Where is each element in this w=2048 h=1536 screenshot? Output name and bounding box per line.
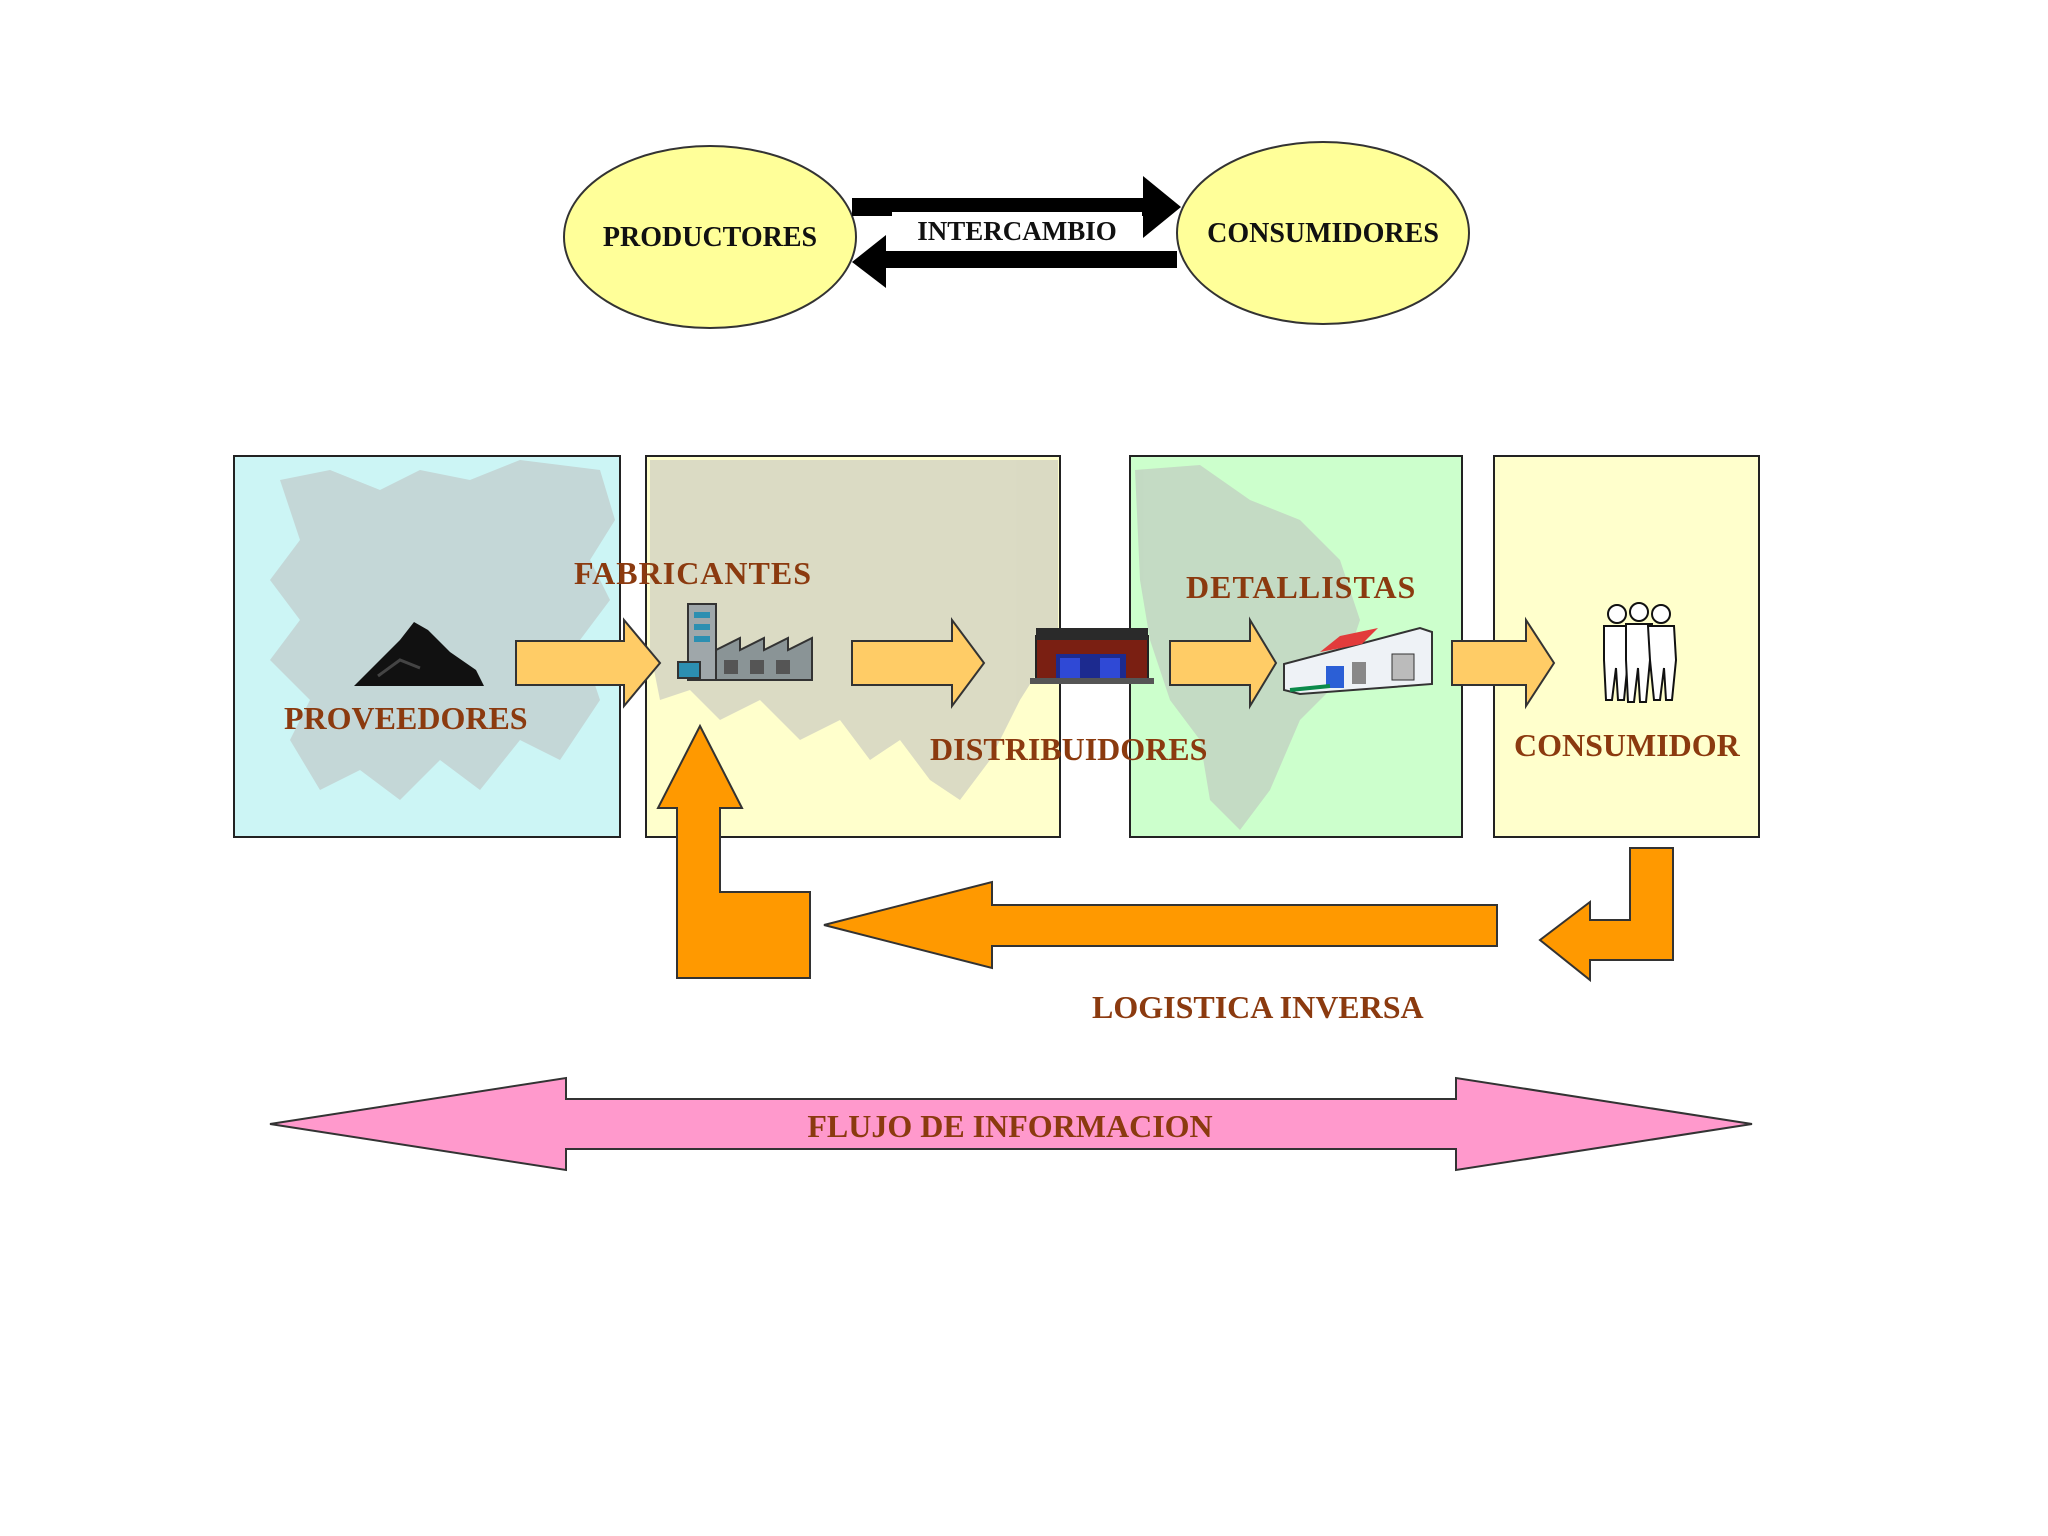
distributors-label: DISTRIBUIDORES xyxy=(930,731,1207,767)
reverse-logistics-label: LOGISTICA INVERSA xyxy=(1092,989,1424,1025)
arrow-suppliers-to-manufacturers xyxy=(515,617,662,709)
reverse-arrow-to-manufacturers xyxy=(656,723,811,979)
arrow-distributors-to-retailers xyxy=(1169,616,1278,710)
exchange-arrow-left xyxy=(852,235,1177,288)
chain-arrows xyxy=(515,616,1556,710)
warehouse-icon xyxy=(1030,628,1154,684)
suppliers-label: PROVEEDORES xyxy=(284,700,528,736)
coal-pile-icon xyxy=(354,622,484,686)
information-flow-arrow xyxy=(269,1076,1753,1172)
factory-icon xyxy=(677,603,813,681)
producers-ellipse xyxy=(563,145,857,329)
store-icon xyxy=(1283,626,1433,696)
exchange-section: PRODUCTORES INTERCAMBIO CONSUMIDORES xyxy=(563,141,1470,329)
consumers-label: CONSUMIDORES xyxy=(1207,218,1439,249)
consumer-label: CONSUMIDOR xyxy=(1514,727,1741,763)
people-icon xyxy=(1603,602,1678,703)
producers-label: PRODUCTORES xyxy=(603,222,817,253)
reverse-arrow-main xyxy=(823,880,1498,970)
reverse-arrow-consumer-return xyxy=(1538,847,1674,983)
information-flow-label: FLUJO DE INFORMACION xyxy=(807,1108,1212,1144)
exchange-label: INTERCAMBIO xyxy=(917,216,1117,246)
reverse-logistics-arrows xyxy=(656,723,1674,983)
arrow-retailers-to-consumer xyxy=(1451,616,1556,710)
consumers-ellipse xyxy=(1176,141,1470,325)
exchange-arrow-right xyxy=(852,176,1181,238)
arrow-manufacturers-to-distributors xyxy=(851,616,986,710)
retailers-label: DETALLISTAS xyxy=(1186,569,1416,605)
manufacturers-label: FABRICANTES xyxy=(574,555,812,591)
